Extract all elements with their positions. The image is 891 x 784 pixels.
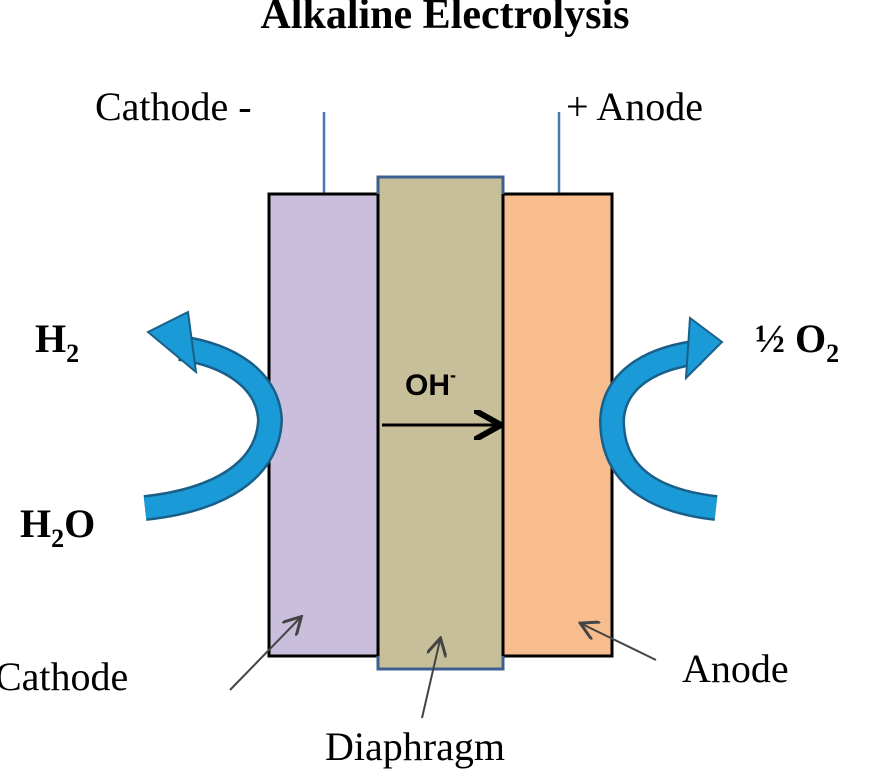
o2-label: ½ O2 xyxy=(755,316,839,368)
diaphragm-pointer xyxy=(421,640,440,719)
o2-arrow xyxy=(598,316,724,521)
cathode-pointer xyxy=(229,618,300,691)
anode-terminal-label: + Anode xyxy=(566,84,703,129)
anode-label: Anode xyxy=(682,646,789,691)
title: Alkaline Electrolysis xyxy=(260,0,629,38)
diaphragm xyxy=(376,175,505,671)
cathode-plate xyxy=(267,192,380,658)
h2o-to-h2-arrow xyxy=(143,310,284,521)
diaphragm-label: Diaphragm xyxy=(325,724,505,769)
anode-plate xyxy=(501,192,614,658)
h2-label: H2 xyxy=(35,316,79,368)
anode-pointer xyxy=(582,624,657,661)
cathode-label: Cathode xyxy=(0,654,128,699)
hydroxide-label: OH- xyxy=(405,365,456,402)
h2o-label: H2O xyxy=(20,501,95,553)
cathode-terminal-label: Cathode - xyxy=(95,84,252,129)
